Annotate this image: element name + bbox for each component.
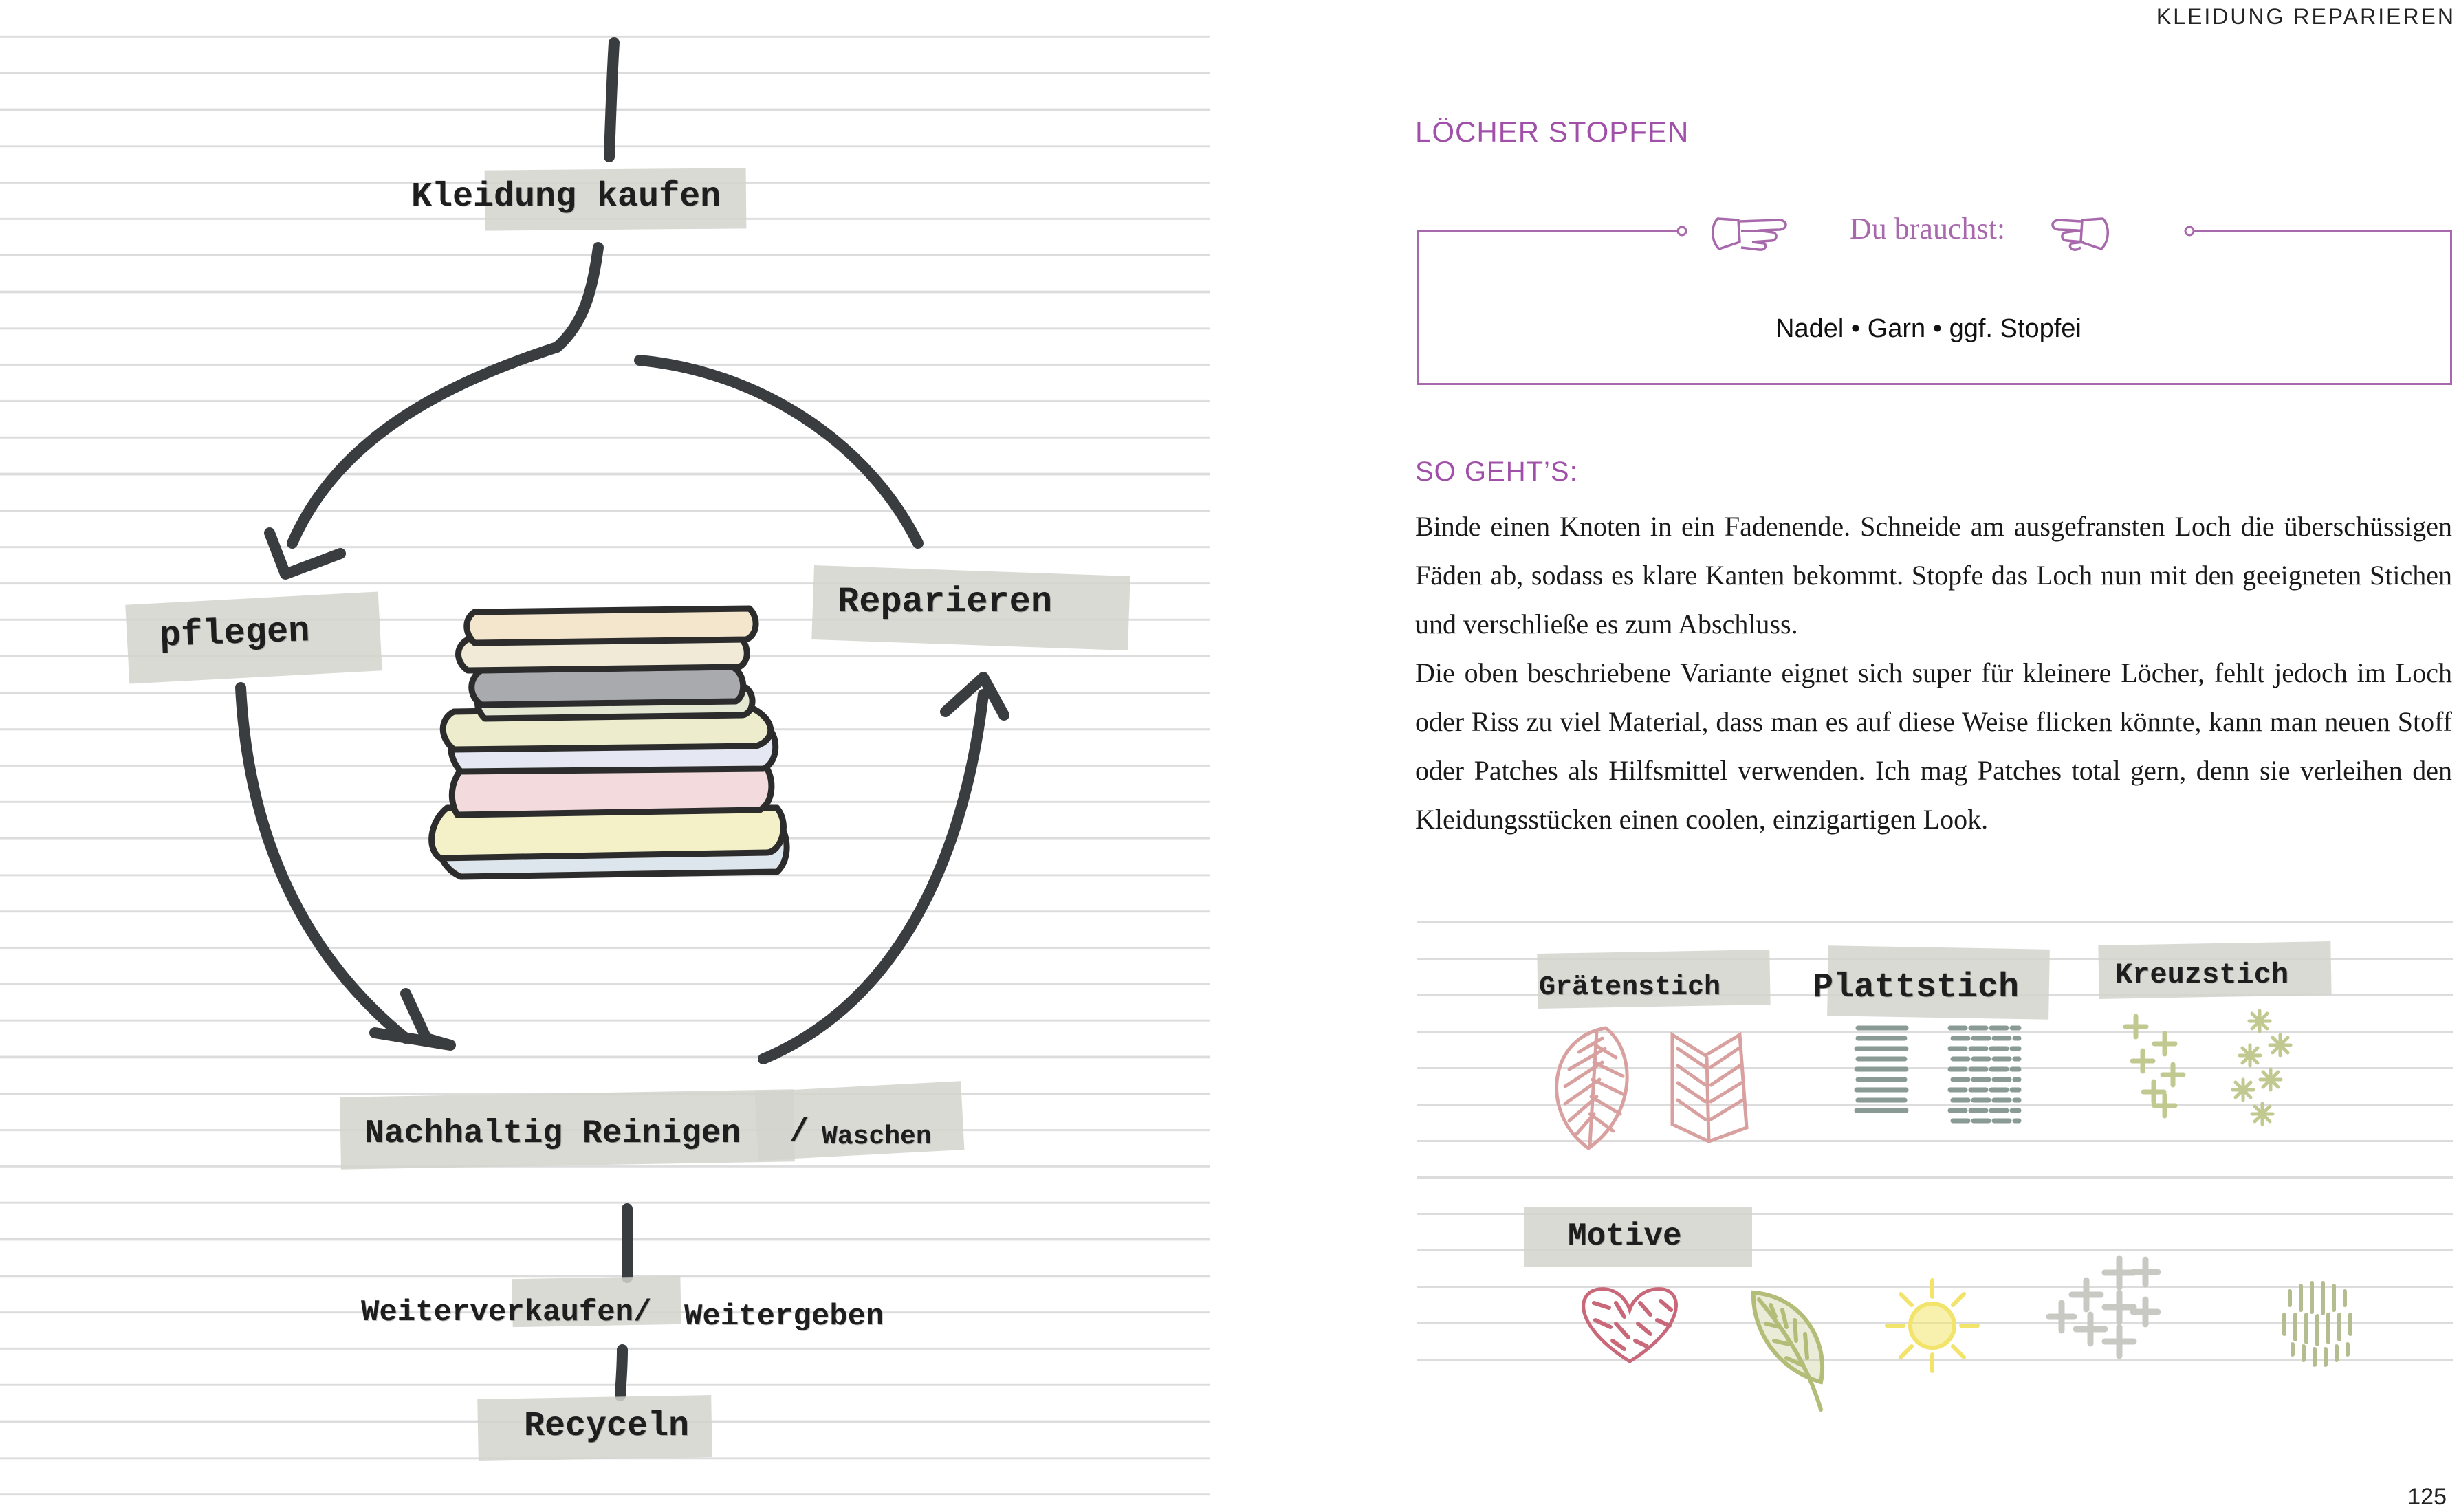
arrow-line-buy-split [551, 242, 604, 353]
howto-title: SO GEHT’S: [1415, 457, 1578, 487]
left-page: Kleidung kaufen pflegen Reparieren Nachh… [0, 0, 1210, 1512]
arrowhead-care [264, 527, 346, 580]
flow-step-pass-on: Weitergeben [684, 1300, 884, 1334]
flow-step-buy: Kleidung kaufen [411, 177, 721, 217]
page-number: 125 [2407, 1484, 2447, 1510]
section-title: LÖCHER STOPFEN [1415, 116, 1690, 148]
arrow-care-left [287, 342, 562, 549]
flow-step-resell: Weiterverkaufen/ [361, 1295, 652, 1330]
flow-step-clean-sub: Waschen [822, 1122, 932, 1152]
flow-step-repair: Reparieren [838, 582, 1053, 622]
running-head: KLEIDUNG REPARIEREN [2156, 4, 2456, 29]
stitch-label-motifs: Motive [1568, 1218, 1682, 1254]
needs-items: Nadel • Garn • ggf. Stopfei [1775, 314, 2081, 343]
howto-paragraph-2: Die oben beschriebene Variante eignet si… [1415, 657, 2452, 835]
needs-box [1417, 230, 2452, 385]
arrow-line-bottom-2 [615, 1344, 628, 1401]
tape-motifs [1524, 1207, 1752, 1267]
flow-step-clean-slash: / [789, 1114, 809, 1151]
stitch-label-satin: Plattstich [1813, 968, 2020, 1007]
howto-paragraph-1: Binde einen Knoten in ein Fadenende. Sch… [1415, 511, 2452, 639]
flow-step-clean: Nachhaltig Reinigen [364, 1115, 741, 1152]
arrowhead-clean [369, 988, 456, 1051]
flow-step-recycle: Recyceln [524, 1407, 690, 1446]
stitch-label-cross: Kreuzstich [2115, 958, 2289, 991]
arrow-left-down [235, 682, 411, 1044]
arrowhead-repair [940, 672, 1009, 721]
arrow-line-top [604, 37, 620, 162]
arrow-top-right [634, 355, 924, 549]
flow-step-care: pflegen [159, 611, 311, 657]
care-cycle-diagram [235, 37, 1009, 1401]
stitch-label-herringbone: Grätenstich [1539, 972, 1721, 1003]
needs-label: Du brauchst: [1850, 212, 2006, 245]
arrow-right-up [758, 689, 989, 1064]
howto-body: Binde einen Knoten in ein Fadenende. Sch… [1415, 502, 2452, 844]
clothes-stack-icon [428, 605, 790, 880]
